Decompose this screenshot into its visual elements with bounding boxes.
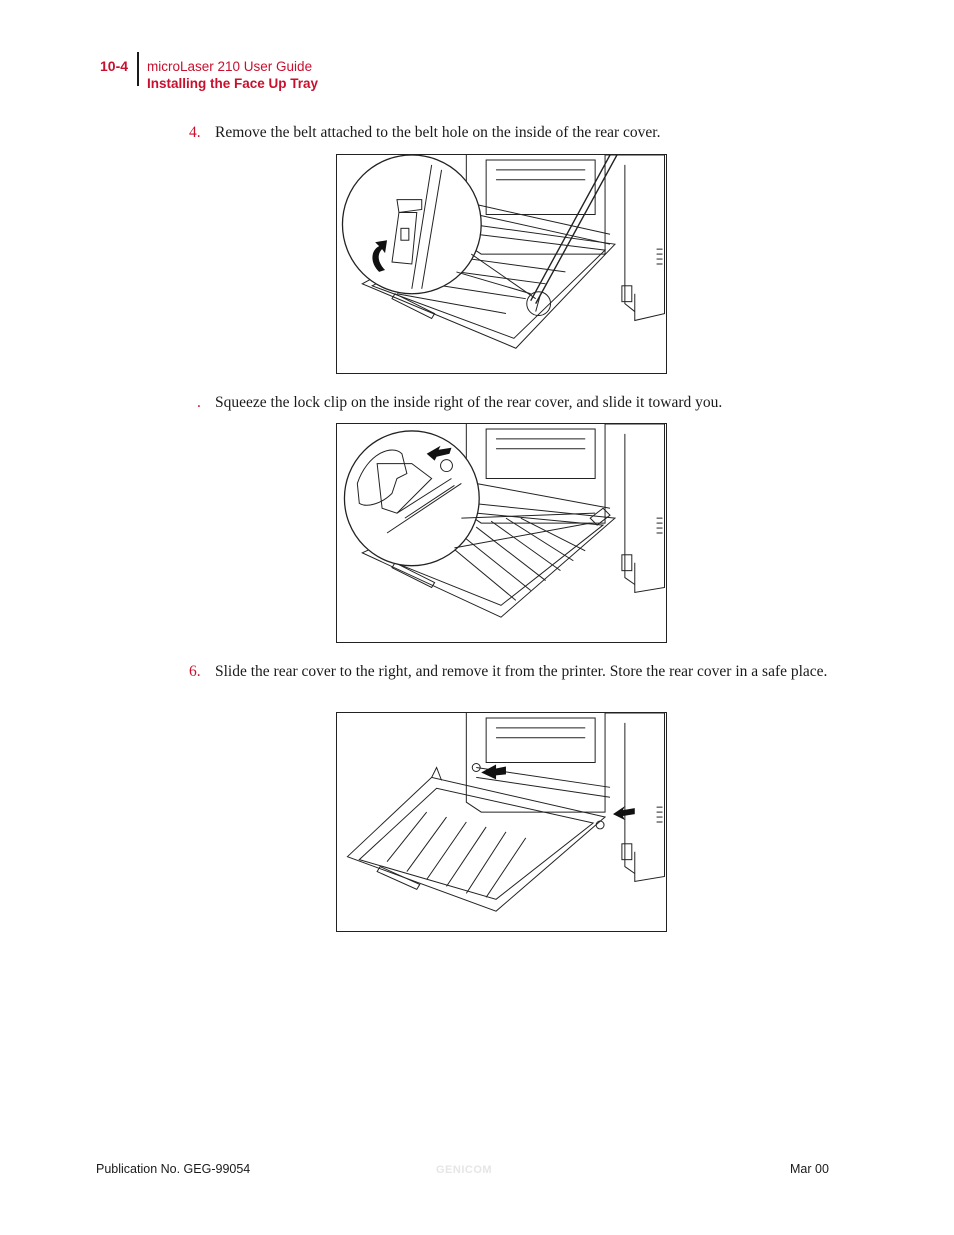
figure-squeeze-lock-clip bbox=[336, 423, 667, 643]
figure-remove-belt bbox=[336, 154, 667, 374]
printer-illustration-belt bbox=[341, 155, 665, 349]
step-text: Slide the rear cover to the right, and r… bbox=[215, 663, 828, 680]
header-divider bbox=[137, 52, 139, 86]
step-number: . bbox=[197, 394, 201, 411]
figure-slide-rear-cover bbox=[336, 712, 667, 932]
printer-illustration-lock-clip bbox=[343, 424, 665, 618]
publication-date: Mar 00 bbox=[790, 1162, 829, 1176]
section-title: Installing the Face Up Tray bbox=[147, 76, 319, 91]
page-number: 10-4 bbox=[100, 58, 129, 74]
publication-number: Publication No. GEG-99054 bbox=[96, 1162, 251, 1176]
step-number: 6. bbox=[189, 663, 201, 680]
step-number: 4. bbox=[189, 124, 201, 141]
step-text: Squeeze the lock clip on the inside righ… bbox=[215, 394, 723, 411]
genicom-logo: GENICOM bbox=[436, 1164, 493, 1176]
guide-title: microLaser 210 User Guide bbox=[147, 59, 313, 74]
printer-illustration-remove-cover bbox=[346, 713, 665, 912]
step-text: Remove the belt attached to the belt hol… bbox=[215, 124, 661, 141]
